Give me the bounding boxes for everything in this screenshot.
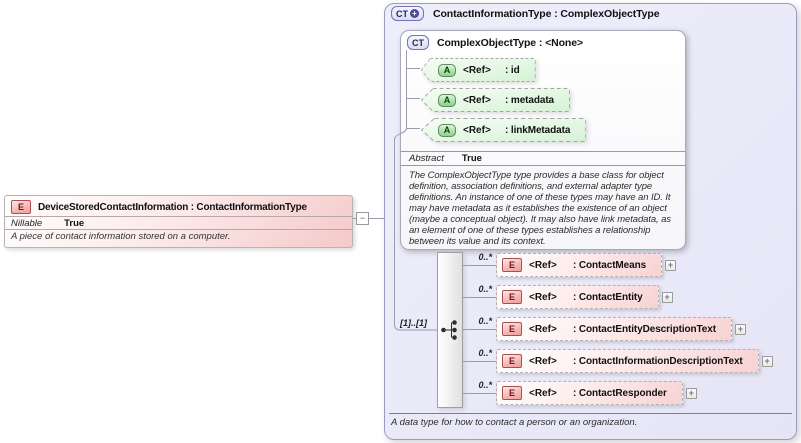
- expand-button[interactable]: +: [665, 259, 677, 271]
- cardinality-label: 0..*: [478, 380, 492, 390]
- attribute-ref-metadata[interactable]: A <Ref> : metadata: [421, 88, 571, 112]
- element-ref-label: <Ref>: [529, 355, 557, 367]
- element-icon: E: [502, 290, 522, 304]
- base-type-description: The ComplexObjectType type provides a ba…: [409, 170, 671, 247]
- element-ref-label: <Ref>: [529, 259, 557, 271]
- element-icon: E: [502, 354, 522, 368]
- collapse-handle[interactable]: −: [356, 212, 369, 225]
- attribute-name: : metadata: [505, 94, 555, 106]
- element-row-contact-entity: E <Ref> : ContactEntity +: [496, 285, 673, 309]
- expand-button[interactable]: +: [761, 355, 773, 367]
- element-box-device-stored-contact-information[interactable]: E DeviceStoredContactInformation : Conta…: [4, 195, 353, 248]
- nillable-value: True: [64, 217, 85, 229]
- attribute-chevron-shape: [421, 88, 571, 112]
- abstract-facet-row: Abstract True: [401, 151, 685, 166]
- element-description: A piece of contact information stored on…: [5, 229, 352, 245]
- attribute-icon: A: [438, 93, 456, 107]
- plus-circle-icon: +: [410, 9, 419, 18]
- attribute-name: : linkMetadata: [505, 124, 571, 136]
- ct-label: CT: [412, 37, 424, 48]
- cardinality-label: 0..*: [478, 316, 492, 326]
- attribute-ref-label: <Ref>: [463, 94, 491, 106]
- attribute-ref-label: <Ref>: [463, 64, 491, 76]
- element-ref-contact-means[interactable]: E <Ref> : ContactMeans: [496, 253, 663, 277]
- nillable-facet-row: Nillable True: [5, 216, 352, 229]
- element-ref-label: <Ref>: [529, 291, 557, 303]
- element-icon: E: [11, 200, 31, 214]
- element-row-contact-information-description-text: E <Ref> : ContactInformationDescriptionT…: [496, 349, 773, 373]
- complex-type-title: ContactInformationType : ComplexObjectTy…: [433, 7, 660, 20]
- complex-type-header: CT + ContactInformationType : ComplexObj…: [391, 6, 660, 21]
- complex-type-plus-icon[interactable]: CT +: [391, 6, 424, 21]
- element-name: : ContactEntity: [573, 291, 643, 303]
- complex-type-icon: CT: [407, 35, 429, 50]
- attribute-ref-id[interactable]: A <Ref> : id: [421, 58, 536, 82]
- cardinality-label: 0..*: [478, 348, 492, 358]
- sequence-bar: [437, 252, 463, 408]
- element-name: : ContactMeans: [573, 259, 647, 271]
- element-ref-contact-entity[interactable]: E <Ref> : ContactEntity: [496, 285, 659, 309]
- attribute-icon: A: [438, 63, 456, 77]
- nillable-label: Nillable: [11, 217, 43, 229]
- element-ref-label: <Ref>: [529, 323, 557, 335]
- element-title: DeviceStoredContactInformation : Contact…: [38, 201, 307, 213]
- cardinality-label: 0..*: [478, 284, 492, 294]
- element-icon: E: [502, 258, 522, 272]
- attribute-name: : id: [505, 64, 520, 76]
- expand-button[interactable]: +: [685, 387, 697, 399]
- element-row-contact-entity-description-text: E <Ref> : ContactEntityDescriptionText +: [496, 317, 746, 341]
- cardinality-label: 0..*: [478, 252, 492, 262]
- element-ref-label: <Ref>: [529, 387, 557, 399]
- footer-divider: [389, 413, 792, 414]
- base-type-box: CT ComplexObjectType : <None> A <Ref> : …: [400, 30, 686, 250]
- element-ref-contact-responder[interactable]: E <Ref> : ContactResponder: [496, 381, 683, 405]
- type-description: A data type for how to contact a person …: [391, 417, 638, 428]
- expand-button[interactable]: +: [734, 323, 746, 335]
- base-type-header: CT ComplexObjectType : <None>: [407, 35, 583, 50]
- attribute-ref-link-metadata[interactable]: A <Ref> : linkMetadata: [421, 118, 587, 142]
- base-type-title: ComplexObjectType : <None>: [437, 36, 583, 49]
- sequence-cardinality: [1]..[1]: [400, 318, 427, 328]
- expand-button[interactable]: +: [661, 291, 673, 303]
- element-name: : ContactResponder: [573, 387, 667, 399]
- element-name: : ContactInformationDescriptionText: [573, 355, 743, 367]
- attribute-icon: A: [438, 123, 456, 137]
- abstract-label: Abstract: [409, 153, 444, 164]
- element-row-contact-responder: E <Ref> : ContactResponder +: [496, 381, 697, 405]
- element-icon: E: [502, 386, 522, 400]
- attribute-ref-label: <Ref>: [463, 124, 491, 136]
- attribute-chevron-shape: [421, 118, 587, 142]
- element-row-contact-means: E <Ref> : ContactMeans +: [496, 253, 677, 277]
- abstract-value: True: [461, 153, 482, 164]
- element-ref-contact-entity-description-text[interactable]: E <Ref> : ContactEntityDescriptionText: [496, 317, 732, 341]
- element-icon: E: [502, 322, 522, 336]
- ct-label: CT: [396, 8, 408, 19]
- element-header: E DeviceStoredContactInformation : Conta…: [5, 196, 352, 216]
- element-ref-contact-information-description-text[interactable]: E <Ref> : ContactInformationDescriptionT…: [496, 349, 759, 373]
- element-name: : ContactEntityDescriptionText: [573, 323, 716, 335]
